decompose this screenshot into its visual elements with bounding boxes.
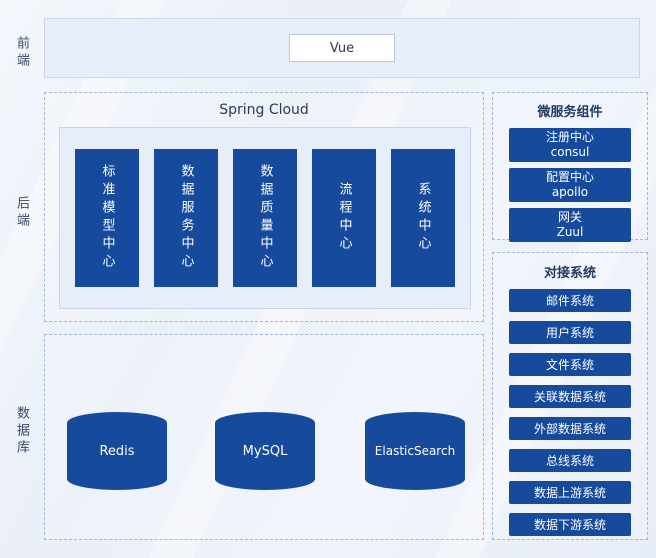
node-bus-system: 总线系统 [509,449,631,472]
database-cylinder-redis: Redis [67,412,167,490]
node-data-downstream-system: 数据下游系统 [509,513,631,536]
spring-cloud-title: Spring Cloud [219,102,309,118]
microservices-title: 微服务组件 [537,105,603,120]
node-data-upstream-system: 数据上游系统 [509,481,631,504]
integrations-panel: 对接系统 邮件系统 用户系统 文件系统 关联数据系统 外部数据系统 总线系统 数… [492,252,648,540]
center-node-process: 流程中心 [312,149,376,287]
database-cylinder-mysql: MySQL [215,412,315,490]
node-registry-center: 注册中心 consul [509,128,631,162]
backend-panel: Spring Cloud 标准模型中心 数据服务中心 数据质量中心 流程中心 系… [44,92,484,322]
tier-label-database: 数据库 [14,406,29,457]
database-cylinder-elasticsearch: ElasticSearch [365,412,465,490]
node-user-system: 用户系统 [509,321,631,344]
center-node-system: 系统中心 [391,149,455,287]
tier-label-backend: 后端 [14,196,29,230]
node-registry-center-name: 注册中心 [545,130,594,144]
node-gateway-name: 网关 [557,210,582,224]
center-node-standard-model: 标准模型中心 [75,149,139,287]
microservices-panel: 微服务组件 注册中心 consul 配置中心 apollo 网关 Zuul [492,92,648,242]
database-label-mysql: MySQL [242,443,288,459]
center-node-data-service: 数据服务中心 [154,149,218,287]
node-gateway-tech: Zuul [556,225,584,239]
node-gateway: 网关 Zuul [509,208,631,242]
vue-node: Vue [289,34,395,62]
node-file-system: 文件系统 [509,353,631,376]
node-external-data-system: 外部数据系统 [509,417,631,440]
node-config-center-tech: apollo [551,185,589,199]
database-label-elasticsearch: ElasticSearch [374,444,456,458]
node-related-data-system: 关联数据系统 [509,385,631,408]
database-panel: Redis MySQL ElasticSearch [44,334,484,540]
frontend-panel: Vue [44,18,640,78]
node-mail-system: 邮件系统 [509,289,631,312]
center-node-data-quality: 数据质量中心 [233,149,297,287]
node-registry-center-tech: consul [550,145,590,159]
node-config-center-name: 配置中心 [545,170,594,184]
node-config-center: 配置中心 apollo [509,168,631,202]
spring-cloud-container: 标准模型中心 数据服务中心 数据质量中心 流程中心 系统中心 [59,127,471,309]
integrations-title: 对接系统 [543,266,596,281]
database-label-redis: Redis [99,443,135,459]
tier-label-frontend: 前端 [14,36,29,70]
